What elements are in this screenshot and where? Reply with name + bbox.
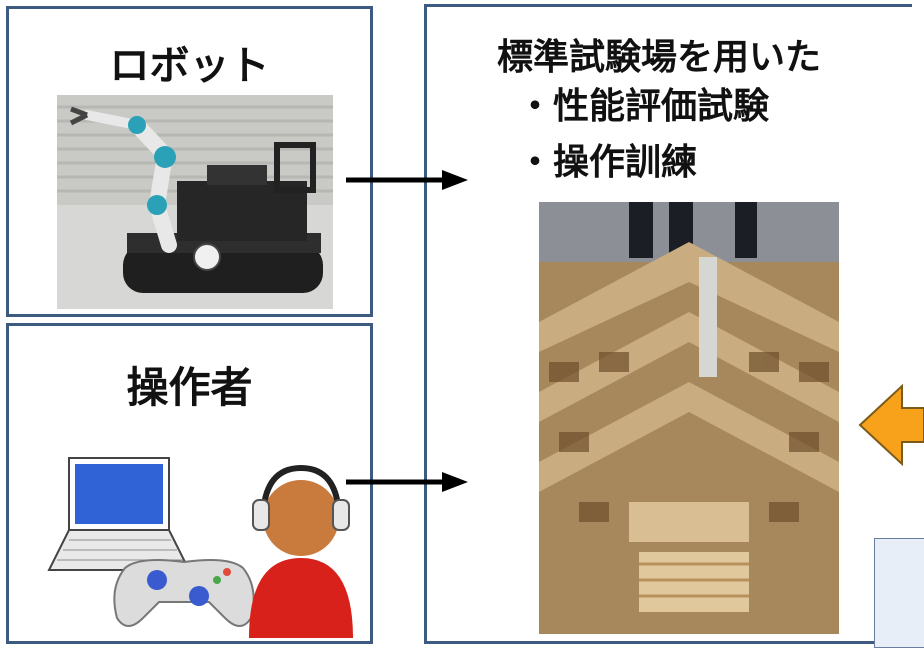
robot-panel-title: ロボット (109, 43, 270, 89)
robot-to-test-arrow (346, 170, 468, 190)
tracked-robot-icon (57, 95, 333, 309)
operator-to-test-arrow (346, 472, 468, 492)
operator-panel-title: 操作者 (126, 363, 253, 412)
test-panel-text: 標準試験場を用いた ・性能評価試験 ・操作訓練 (447, 37, 917, 191)
operator-panel: 操作者 (6, 323, 373, 644)
test-item-performance: ・性能評価試験 (517, 86, 770, 127)
orange-left-arrow (858, 383, 924, 467)
partial-note-box (874, 538, 924, 648)
test-panel-heading: 標準試験場を用いた (497, 37, 822, 78)
test-item-training: ・操作訓練 (517, 142, 698, 183)
robot-photo (57, 95, 333, 309)
test-field-photo (539, 202, 839, 634)
operator-illustration-icon (47, 457, 353, 638)
test-panel: 標準試験場を用いた ・性能評価試験 ・操作訓練 (424, 4, 912, 644)
robot-panel: ロボット (6, 6, 373, 317)
test-field-icon (539, 202, 839, 634)
